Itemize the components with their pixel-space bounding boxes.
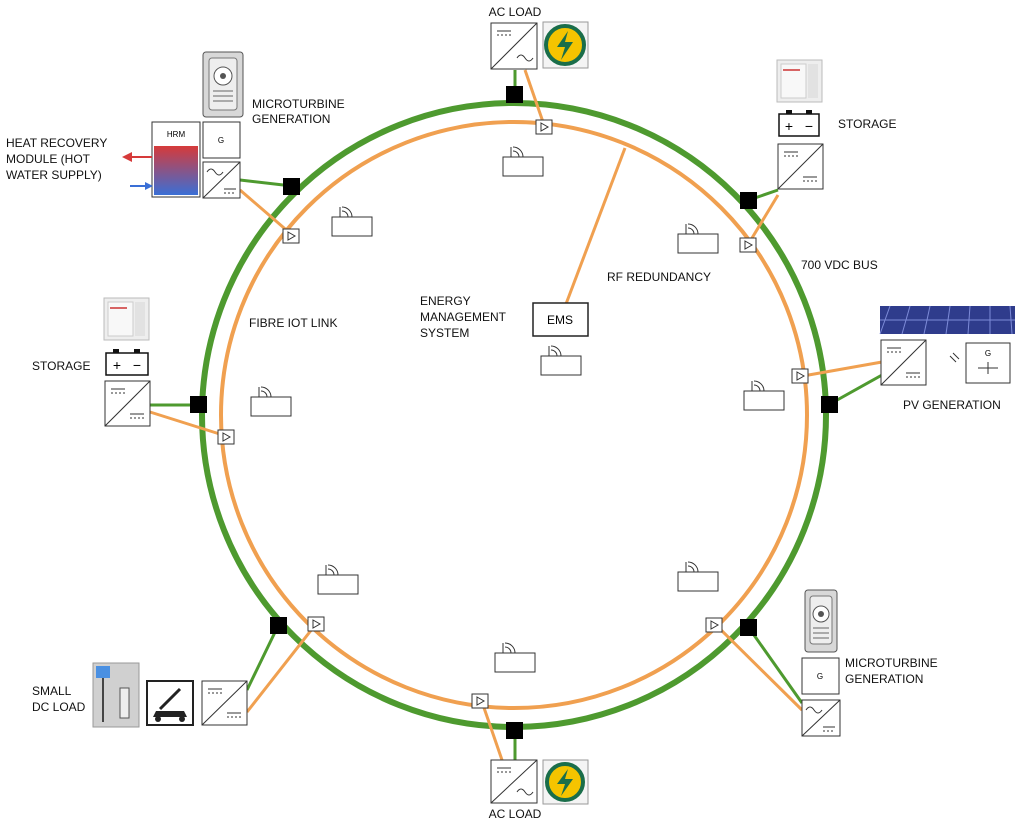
rf-module-icon <box>540 345 582 376</box>
bus-nodes <box>190 86 838 739</box>
rf-module-icon <box>502 146 544 177</box>
rf-modules <box>250 146 785 673</box>
battery-icon: + − <box>778 110 820 137</box>
ac-load-bottom <box>490 759 589 805</box>
dc-bus-ring <box>199 100 829 730</box>
bus-node <box>506 722 523 739</box>
rf-module-icon <box>743 380 785 411</box>
repeater-icon <box>739 237 757 253</box>
microturbine-top: HRM G <box>122 51 244 199</box>
rf-redundancy-label: RF REDUNDANCY <box>607 270 712 284</box>
ems-box-label: EMS <box>547 313 573 327</box>
ac-load-symbol-icon <box>542 21 589 69</box>
dc-ac-converter-icon <box>490 22 538 70</box>
small-dc-load-label-line2: DC LOAD <box>32 700 86 714</box>
repeater-icon <box>791 368 809 384</box>
heat-recovery-label-line3: WATER SUPPLY) <box>6 168 102 182</box>
microturbine-top-label-line1: MICROTURBINE <box>252 97 345 111</box>
storage-top: + − <box>776 59 824 190</box>
fibre-iot-ring <box>219 120 809 710</box>
rf-module-icon <box>494 642 536 673</box>
heat-recovery-module-icon: HRM <box>151 121 201 198</box>
battery-cabinet-icon <box>776 59 823 103</box>
hrm-label: HRM <box>167 130 186 139</box>
connection-lines <box>149 69 883 761</box>
bus-node <box>506 86 523 103</box>
rf-module-icon <box>677 561 719 592</box>
dc-dc-converter-icon <box>777 143 824 190</box>
fibre-link-label: FIBRE IOT LINK <box>249 316 338 330</box>
ems-box: EMS <box>532 302 589 337</box>
pv-cell-symbol-icon: G <box>949 342 1011 384</box>
rf-module-icon <box>250 386 292 417</box>
bus-node <box>270 617 287 634</box>
dc-dc-converter-icon <box>104 380 151 427</box>
dc-dc-converter-icon <box>880 339 927 386</box>
ems-label-line1: ENERGY <box>420 294 471 308</box>
ems-label-line2: MANAGEMENT <box>420 310 507 324</box>
bus-node <box>283 178 300 195</box>
microturbine-unit-icon <box>202 51 244 118</box>
ev-charger-icon <box>92 662 140 728</box>
ac-load-top-label: AC LOAD <box>488 5 542 19</box>
dc-dc-converter-icon <box>201 680 248 726</box>
rf-module-icon <box>317 564 359 595</box>
generator-icon: G <box>202 121 241 159</box>
cold-water-arrow-icon <box>130 182 153 190</box>
ac-load-symbol-icon <box>542 759 589 805</box>
battery-minus: − <box>133 357 141 373</box>
microturbine-unit-icon <box>804 589 838 653</box>
ems-fibre-link <box>564 147 627 305</box>
heat-recovery-label-line2: MODULE (HOT <box>6 152 90 166</box>
microturbine-bottom-label-line1: MICROTURBINE <box>845 656 938 670</box>
bus-node <box>190 396 207 413</box>
pv-generation: G <box>879 305 1015 386</box>
microturbine-top-label-line2: GENERATION <box>252 112 331 126</box>
dc-appliance-icon <box>146 680 194 726</box>
battery-plus: + <box>785 118 793 134</box>
bus-node <box>740 192 757 209</box>
repeater-icon <box>535 119 553 135</box>
pv-generation-label: PV GENERATION <box>903 398 1001 412</box>
small-dc-load-label-line1: SMALL <box>32 684 72 698</box>
dc-bus-label: 700 VDC BUS <box>801 258 878 272</box>
repeater-icon <box>282 228 300 244</box>
hot-water-arrow-icon <box>122 152 152 162</box>
bus-node <box>821 396 838 413</box>
solar-panel-icon <box>879 305 1015 335</box>
microturbine-bottom: G <box>801 589 841 737</box>
battery-cabinet-icon <box>103 297 150 341</box>
ac-dc-converter-icon <box>801 699 841 737</box>
ac-load-bottom-label: AC LOAD <box>488 807 542 821</box>
generator-letter: G <box>817 672 823 681</box>
battery-icon: + − <box>105 349 149 376</box>
bus-node <box>740 619 757 636</box>
battery-minus: − <box>805 118 813 134</box>
battery-plus: + <box>113 357 121 373</box>
repeater-icon <box>307 616 325 632</box>
pv-cell-letter: G <box>985 349 991 358</box>
ac-load-top <box>490 21 589 70</box>
rf-module-icon <box>677 223 719 254</box>
microturbine-bottom-label-line2: GENERATION <box>845 672 924 686</box>
repeater-icon <box>471 693 489 709</box>
repeater-icon <box>217 429 235 445</box>
ems-label-line3: SYSTEM <box>420 326 470 340</box>
dc-ac-converter-icon <box>490 759 538 804</box>
generator-icon: G <box>801 657 840 695</box>
ac-dc-converter-icon <box>202 161 241 199</box>
generator-letter: G <box>218 136 224 145</box>
storage-top-label: STORAGE <box>838 117 897 131</box>
small-dc-load <box>92 662 248 728</box>
rf-module-icon <box>331 206 373 237</box>
storage-left-label: STORAGE <box>32 359 91 373</box>
fibre-nodes <box>217 119 809 709</box>
repeater-icon <box>705 617 723 633</box>
heat-recovery-label-line1: HEAT RECOVERY <box>6 136 108 150</box>
storage-left: + − <box>103 297 151 427</box>
